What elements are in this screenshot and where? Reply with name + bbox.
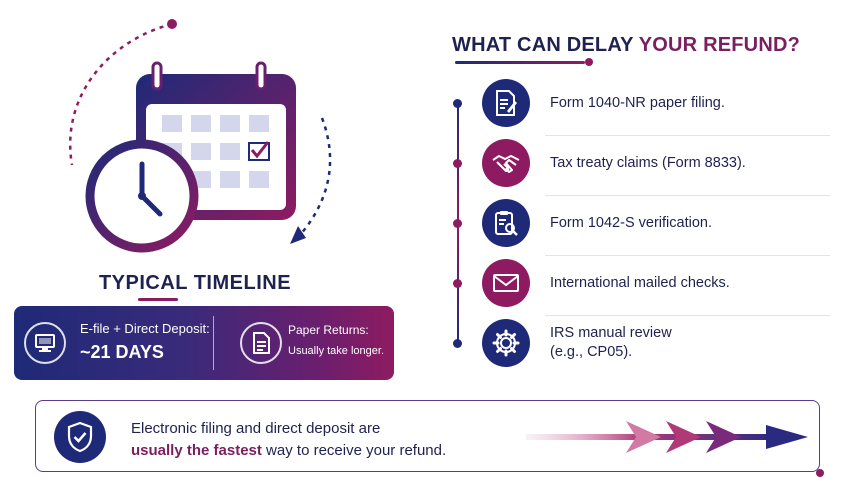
- arrows-graphic: [526, 421, 808, 453]
- efile-label: E-file + Direct Deposit:: [80, 321, 210, 336]
- envelope-icon: [482, 259, 530, 307]
- timeline-heading-underline: [138, 298, 178, 301]
- paper-label: Paper Returns:: [288, 323, 369, 337]
- list-item-label: Form 1040-NR paper filing.: [550, 95, 725, 111]
- list-item-label: Tax treaty claims (Form 8833).: [550, 155, 746, 171]
- list-item: Form 1042-S verification.: [453, 196, 830, 256]
- check-icon: [250, 141, 270, 159]
- list-item: Form 1040-NR paper filing.: [453, 76, 830, 136]
- list-item-label: International mailed checks.: [550, 275, 730, 291]
- banner-text-line2: usually the fastest way to receive your …: [131, 442, 447, 459]
- gear-icon: [482, 319, 530, 367]
- clipboard-search-icon: [482, 199, 530, 247]
- computer-monitor-icon: [24, 322, 66, 364]
- calendar-checked-day: [248, 142, 270, 161]
- timeline-divider: [213, 316, 214, 370]
- list-item-label: IRS manual review(e.g., CP05).: [550, 325, 672, 360]
- list-item: International mailed checks.: [453, 256, 830, 316]
- fastest-refund-banner: Electronic filing and direct deposit are…: [35, 400, 820, 472]
- dashed-arc: [69, 22, 173, 166]
- arc-arrow-head: [290, 226, 306, 244]
- banner-corner-dot: [816, 469, 824, 477]
- handshake-icon: [482, 139, 530, 187]
- banner-text-line1: Electronic filing and direct deposit are: [131, 420, 381, 437]
- delay-heading-underline: [455, 61, 585, 64]
- dashed-arc-right: [299, 117, 332, 236]
- timeline-box: E-file + Direct Deposit: ~21 DAYS Paper …: [14, 306, 394, 380]
- list-item: Tax treaty claims (Form 8833).: [453, 136, 830, 196]
- arc-start-dot: [167, 19, 177, 29]
- delay-heading: WHAT CAN DELAY YOUR REFUND?: [452, 34, 801, 56]
- document-pen-icon: [482, 79, 530, 127]
- banner-highlight: usually the fastest: [131, 442, 262, 459]
- timeline-heading: TYPICAL TIMELINE: [98, 272, 292, 294]
- shield-check-icon: [54, 411, 106, 463]
- paper-document-icon: [240, 322, 282, 364]
- calendar-clock-illustration: [69, 19, 332, 253]
- list-item: IRS manual review(e.g., CP05).: [453, 316, 830, 372]
- paper-value: Usually take longer.: [288, 345, 384, 357]
- delay-heading-dot: [585, 58, 593, 66]
- efile-value: ~21 DAYS: [80, 342, 164, 362]
- list-item-label: Form 1042-S verification.: [550, 215, 712, 231]
